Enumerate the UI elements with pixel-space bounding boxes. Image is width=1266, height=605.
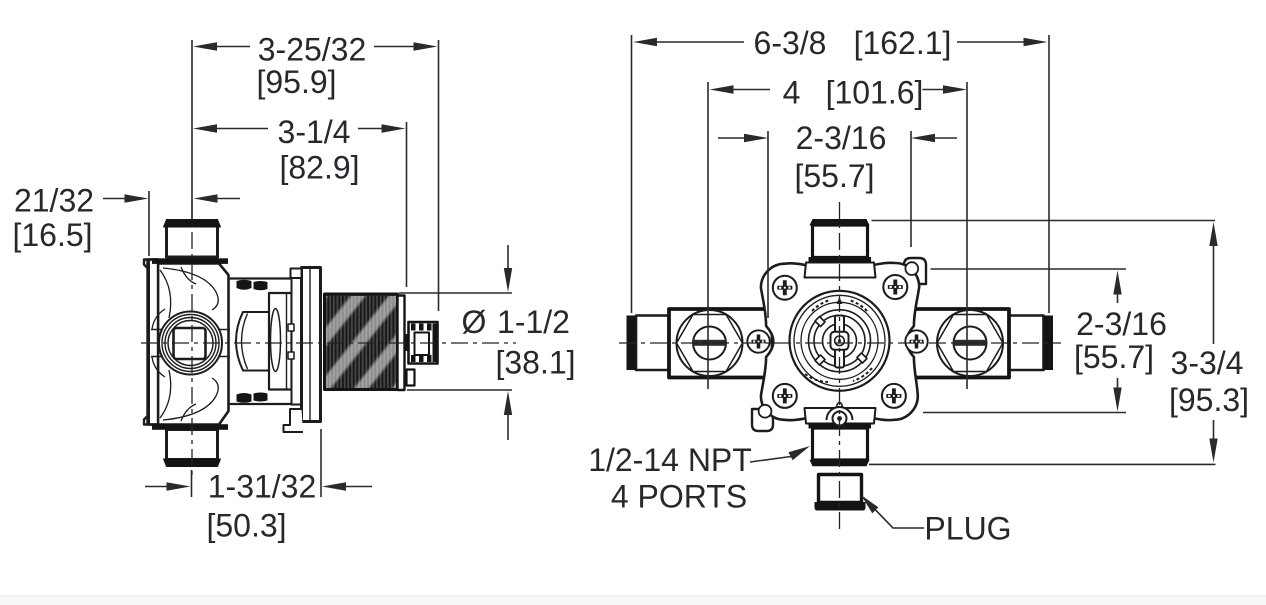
svg-text:21/32: 21/32 <box>14 183 94 219</box>
svg-text:PLUG: PLUG <box>924 511 1011 547</box>
svg-text:2-3/16: 2-3/16 <box>796 120 887 156</box>
svg-text:3-3/4: 3-3/4 <box>1171 345 1244 381</box>
svg-text:1-31/32: 1-31/32 <box>208 469 317 505</box>
svg-text:6-3/8: 6-3/8 <box>754 25 827 61</box>
svg-text:[50.3]: [50.3] <box>206 508 286 544</box>
svg-text:3-1/4: 3-1/4 <box>278 114 351 150</box>
svg-text:[16.5]: [16.5] <box>12 217 92 253</box>
svg-text:[162.1]: [162.1] <box>854 25 952 61</box>
svg-text:[101.6]: [101.6] <box>826 75 924 111</box>
svg-text:2-3/16: 2-3/16 <box>1076 306 1167 342</box>
svg-text:[82.9]: [82.9] <box>279 150 359 186</box>
svg-text:[55.7]: [55.7] <box>794 158 874 194</box>
svg-text:1-1/2: 1-1/2 <box>497 304 570 340</box>
svg-text:Ø: Ø <box>462 304 487 340</box>
svg-text:1/2-14 NPT: 1/2-14 NPT <box>588 442 752 478</box>
svg-text:[55.7]: [55.7] <box>1074 339 1154 375</box>
svg-text:3-25/32: 3-25/32 <box>258 32 367 68</box>
svg-text:[95.3]: [95.3] <box>1169 382 1249 418</box>
svg-text:[95.9]: [95.9] <box>256 64 336 100</box>
svg-text:4: 4 <box>783 75 801 111</box>
svg-text:4 PORTS: 4 PORTS <box>611 479 747 515</box>
svg-text:[38.1]: [38.1] <box>495 345 575 381</box>
